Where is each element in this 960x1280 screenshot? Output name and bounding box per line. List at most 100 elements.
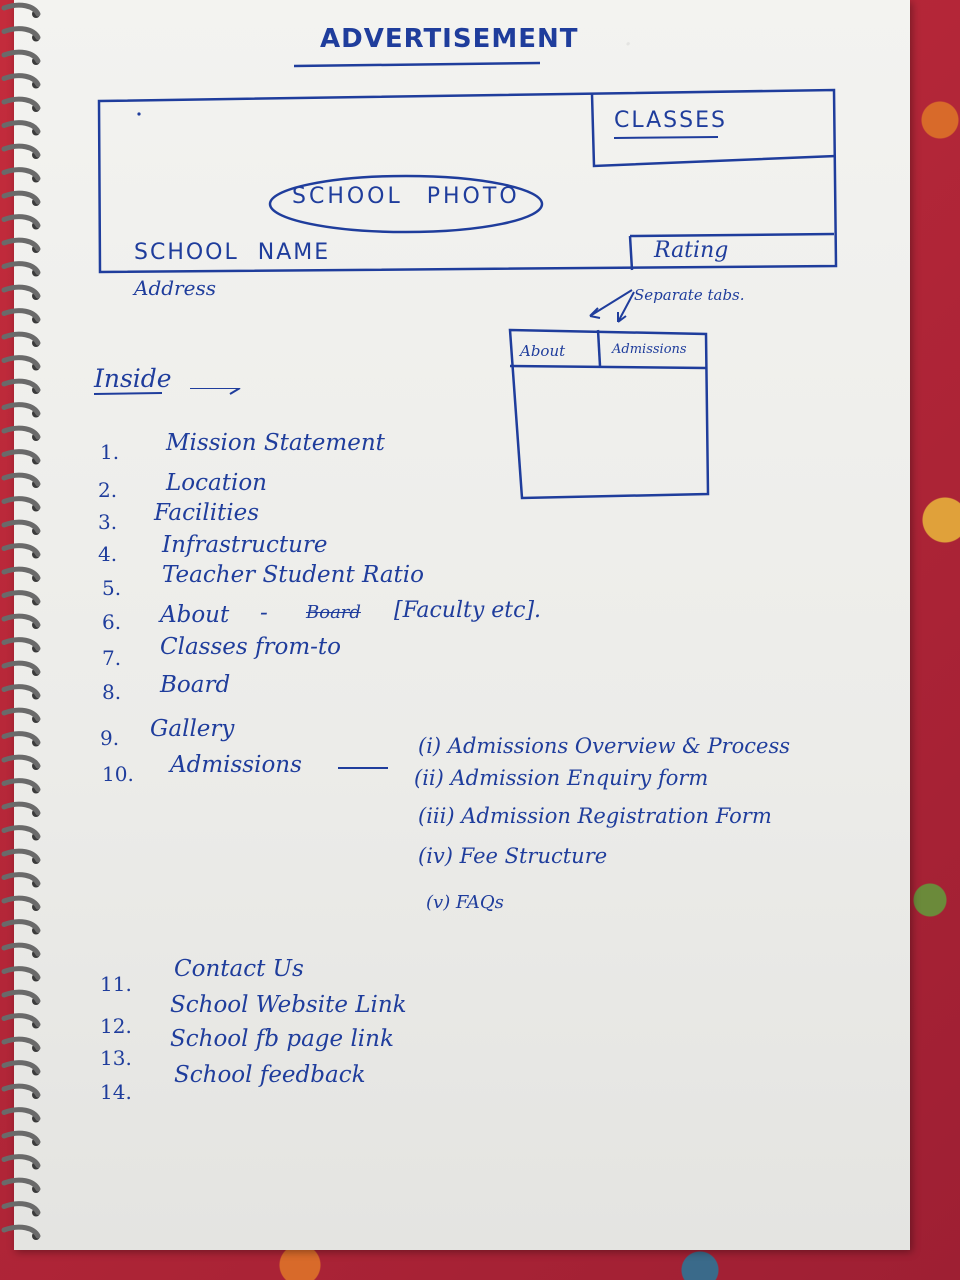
list-number: 8. [102,680,122,704]
title-underline [293,61,541,68]
spiral-coil [1,190,41,205]
note-arrows [589,289,635,323]
classes-underline [613,136,719,139]
list-number: 9. [100,726,120,750]
spiral-coil [1,214,41,228]
spiral-coil [1,308,41,322]
spiral-coil [1,2,41,17]
spiral-coil [1,284,41,299]
spiral-coil [1,778,41,792]
list-number: 7. [102,646,122,670]
list-item: Gallery [150,716,235,742]
spiral-coil [1,590,41,604]
list-number: 5. [102,576,122,600]
spiral-coil [1,637,41,651]
list-item: Admissions [170,752,302,778]
spiral-coil [1,143,41,158]
rating-label: Rating [654,238,729,263]
tabs-note: Separate tabs. [634,286,745,304]
spiral-coil [1,355,41,369]
list-item: Location [166,470,267,496]
spiral-coil [1,660,41,675]
list-item: Teacher Student Ratio [162,562,425,588]
list-number: 6. [102,610,122,634]
tab-admissions: Admissions [612,342,687,357]
admissions-sub-item: (iv) Fee Structure [418,844,608,868]
spiral-coil [1,1036,41,1051]
tab-about: About [520,342,566,360]
spiral-coil [1,1201,41,1215]
about-note: [Faculty etc]. [394,598,542,623]
spiral-coil [1,402,41,416]
list-item: Contact Us [174,956,304,982]
spiral-coil [1,425,41,440]
spiral-coil [1,848,41,863]
list-item: Board [160,672,231,698]
list-item: Classes from-to [160,634,342,660]
spiral-coil [1,73,41,87]
list-number: 1. [100,440,120,464]
admissions-dash [338,767,388,769]
list-item: Facilities [154,500,260,526]
spiral-coil [1,449,41,463]
struck-word: Board [306,602,361,623]
spiral-coil [1,543,41,557]
spiral-coil [1,1224,41,1239]
list-item: School feedback [174,1062,366,1088]
spiral-coil [1,1060,41,1074]
spiral-coil [1,1083,41,1098]
spiral-coil [1,872,41,886]
spiral-coil [1,96,41,111]
spiral-coil [1,167,41,181]
admissions-sub-item: (i) Admissions Overview & Process [418,734,791,758]
admissions-sub-item: (ii) Admission Enquiry form [414,766,709,790]
spiral-coil [1,1013,41,1027]
spiral-coil [1,237,41,252]
spiral-coil [1,331,41,346]
tabs-frame [508,328,710,500]
spiral-coil [1,942,41,957]
spiral-coil [1,1154,41,1168]
list-number: 3. [98,510,118,534]
list-number: 4. [98,542,118,566]
spiral-coil [1,825,41,839]
spiral-coil [1,989,41,1004]
spiral-coil [1,1107,41,1121]
school-photo-label: SCHOOL PHOTO [292,184,520,209]
list-number: 14. [100,1080,132,1104]
spiral-coil [1,613,41,628]
admissions-sub-item: (v) FAQs [426,892,504,913]
school-name-label: SCHOOL NAME [134,240,331,265]
spiral-coil [1,895,41,910]
inside-heading: Inside [94,364,172,393]
address-label: Address [134,276,216,300]
list-item: About [160,602,230,628]
inside-underline-arrow [93,388,241,395]
list-number: 11. [100,972,132,996]
ad-frame [97,88,838,274]
list-number: 13. [100,1046,132,1070]
spiral-coil [1,472,41,487]
spiral-coil [1,731,41,745]
spiral-binding [1,2,41,1240]
spiral-coil [1,378,41,393]
spiral-coil [1,707,41,722]
list-item: School Website Link [170,992,407,1018]
spiral-coil [1,754,41,769]
dash-separator: - [260,600,268,626]
spiral-coil [1,519,41,534]
list-number: 10. [102,762,134,786]
list-number: 2. [98,478,118,502]
spiral-coil [1,919,41,933]
spiral-coil [1,801,41,816]
spiral-coil [1,26,41,40]
list-number: 12. [100,1014,132,1038]
spiral-coil [1,496,41,510]
spiral-coil [1,261,41,275]
bleed-through-text: · [624,30,633,60]
spiral-coil [1,1177,41,1192]
list-item: School fb page link [170,1026,394,1052]
classes-label: CLASSES [614,108,727,133]
spiral-coil [1,684,41,698]
spiral-coil [1,49,41,64]
